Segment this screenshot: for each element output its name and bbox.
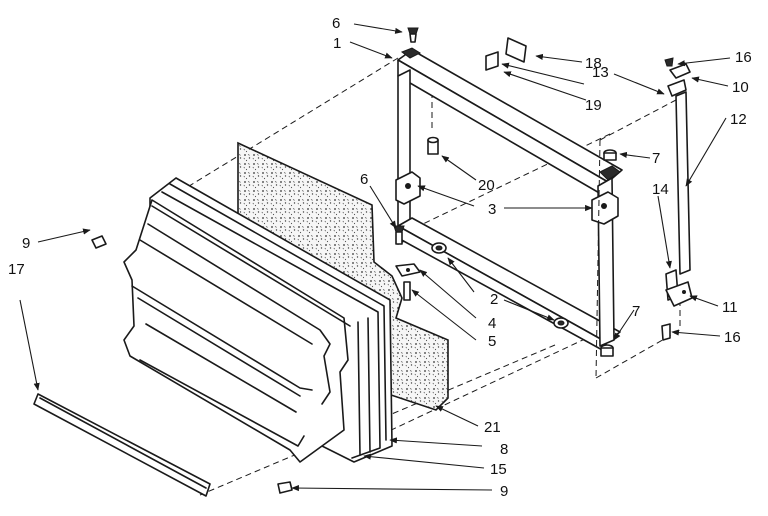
label-2: 2: [490, 291, 498, 308]
door-shelf-bar-part-17: [33, 393, 211, 497]
label-13: 13: [592, 64, 609, 81]
label-9-left: 9: [22, 235, 30, 252]
label-1: 1: [333, 35, 341, 52]
label-5: 5: [488, 333, 496, 350]
lower-rail: [397, 217, 621, 353]
label-8: 8: [500, 441, 508, 458]
inner-door-liner: [123, 199, 351, 463]
label-20: 20: [478, 177, 495, 194]
label-15: 15: [490, 461, 507, 478]
left-vertical-strut: [395, 69, 421, 245]
label-6-top: 6: [332, 15, 340, 32]
label-12: 12: [730, 111, 747, 128]
label-14: 14: [652, 181, 669, 198]
label-7-top: 7: [652, 150, 660, 167]
hardware-parts: [91, 27, 617, 494]
label-18: 18: [585, 55, 602, 72]
label-21: 21: [484, 419, 501, 436]
label-11: 11: [722, 299, 738, 316]
label-6-mid: 6: [360, 171, 368, 188]
hinge-hardware: [485, 37, 693, 341]
leader-lines: [19, 23, 731, 492]
label-9-bottom: 9: [500, 483, 508, 500]
callout-labels: 6 1 18 13 19 13 16 10 12 7 20 3 6 14 2 4…: [8, 15, 752, 500]
upper-rail-part-1: [397, 47, 623, 199]
label-10: 10: [732, 79, 749, 96]
label-17: 17: [8, 261, 25, 278]
label-16-bottom: 16: [724, 329, 741, 346]
label-3: 3: [488, 201, 496, 218]
label-7-bottom: 7: [632, 303, 640, 320]
label-19: 19: [585, 97, 602, 114]
label-4: 4: [488, 315, 496, 332]
label-16-top: 16: [735, 49, 752, 66]
